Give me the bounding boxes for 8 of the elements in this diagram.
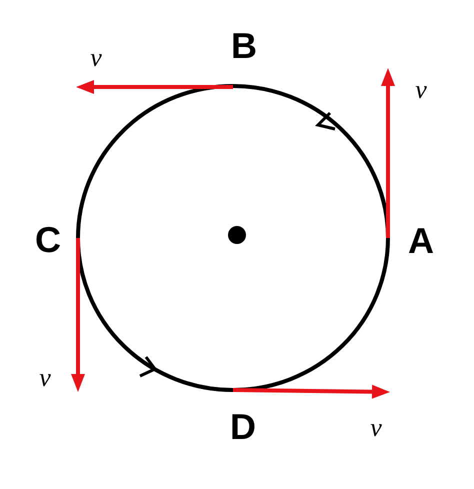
point-label: A xyxy=(408,223,434,259)
velocity-label: v xyxy=(39,365,51,391)
velocity-label: v xyxy=(90,45,102,71)
point-label: B xyxy=(231,28,257,64)
velocity-label: v xyxy=(370,415,382,441)
point-label: D xyxy=(230,409,256,445)
point-label: C xyxy=(35,222,61,258)
velocity-label: v xyxy=(415,77,427,103)
